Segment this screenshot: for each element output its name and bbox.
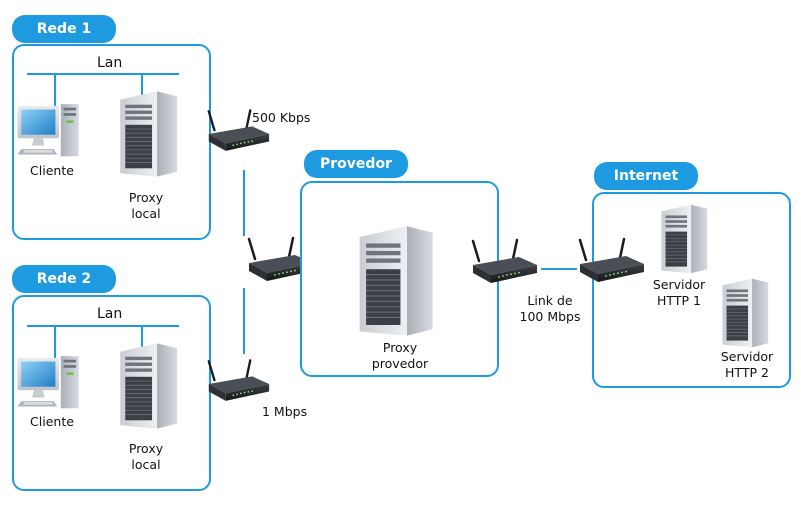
internet-title: Internet [594,162,698,190]
server-http2-label-line2: HTTP 2 [725,365,769,380]
rede2-lan-drop-client [54,325,56,365]
rede1-proxy-label-line2: local [131,206,161,221]
rede2-title: Rede 2 [12,265,116,293]
rede2-client-desktop-icon [14,352,86,416]
rede2-client-label: Cliente [30,414,74,429]
rede1-title: Rede 1 [12,15,116,43]
rede1-proxy-server-icon [108,88,186,180]
rede1-client-desktop-icon [14,100,86,164]
provedor-title: Provedor [304,150,408,178]
rede1-box [12,44,211,240]
provedor-proxy-label-line2: provedor [371,356,429,371]
internet-edge-router-icon [576,236,646,290]
rede1-lan-label: Lan [97,55,123,71]
server-http1-icon [652,202,714,276]
link-junction-to-rede2 [243,288,245,354]
rede1-lan-drop-client [54,73,56,113]
rede2-box [12,295,211,491]
rede2-proxy-label-line1: Proxy [128,441,164,456]
rede1-lan-bus [27,73,179,75]
rede2-link-speed: 1 Mbps [262,404,308,419]
server-http1-label-line2: HTTP 1 [657,293,701,308]
rede2-proxy-label-line2: local [131,457,161,472]
rede1-proxy-label-line1: Proxy [128,190,164,205]
server-http1-label-line1: Servidor [652,277,706,292]
rede2-proxy-server-icon [108,340,186,432]
backbone-link-label-line2: 100 Mbps [519,309,581,324]
server-http2-label-line1: Servidor [720,349,774,364]
server-http2-icon [713,276,775,350]
rede1-client-label: Cliente [30,163,74,178]
rede1-link-speed: 500 Kbps [252,110,311,125]
rede1-lan-drop-proxy [141,73,143,98]
rede2-lan-label: Lan [97,306,123,322]
backbone-link-line [541,268,577,270]
provedor-edge-router-icon [469,237,539,291]
provedor-proxy-label-line1: Proxy [382,340,418,355]
provedor-proxy-server-icon [346,222,442,340]
backbone-link-label-line1: Link de [527,293,573,308]
rede2-lan-drop-proxy [141,325,143,350]
rede2-router-icon [205,358,271,408]
link-rede1-to-junction [243,170,245,236]
rede2-lan-bus [27,325,179,327]
